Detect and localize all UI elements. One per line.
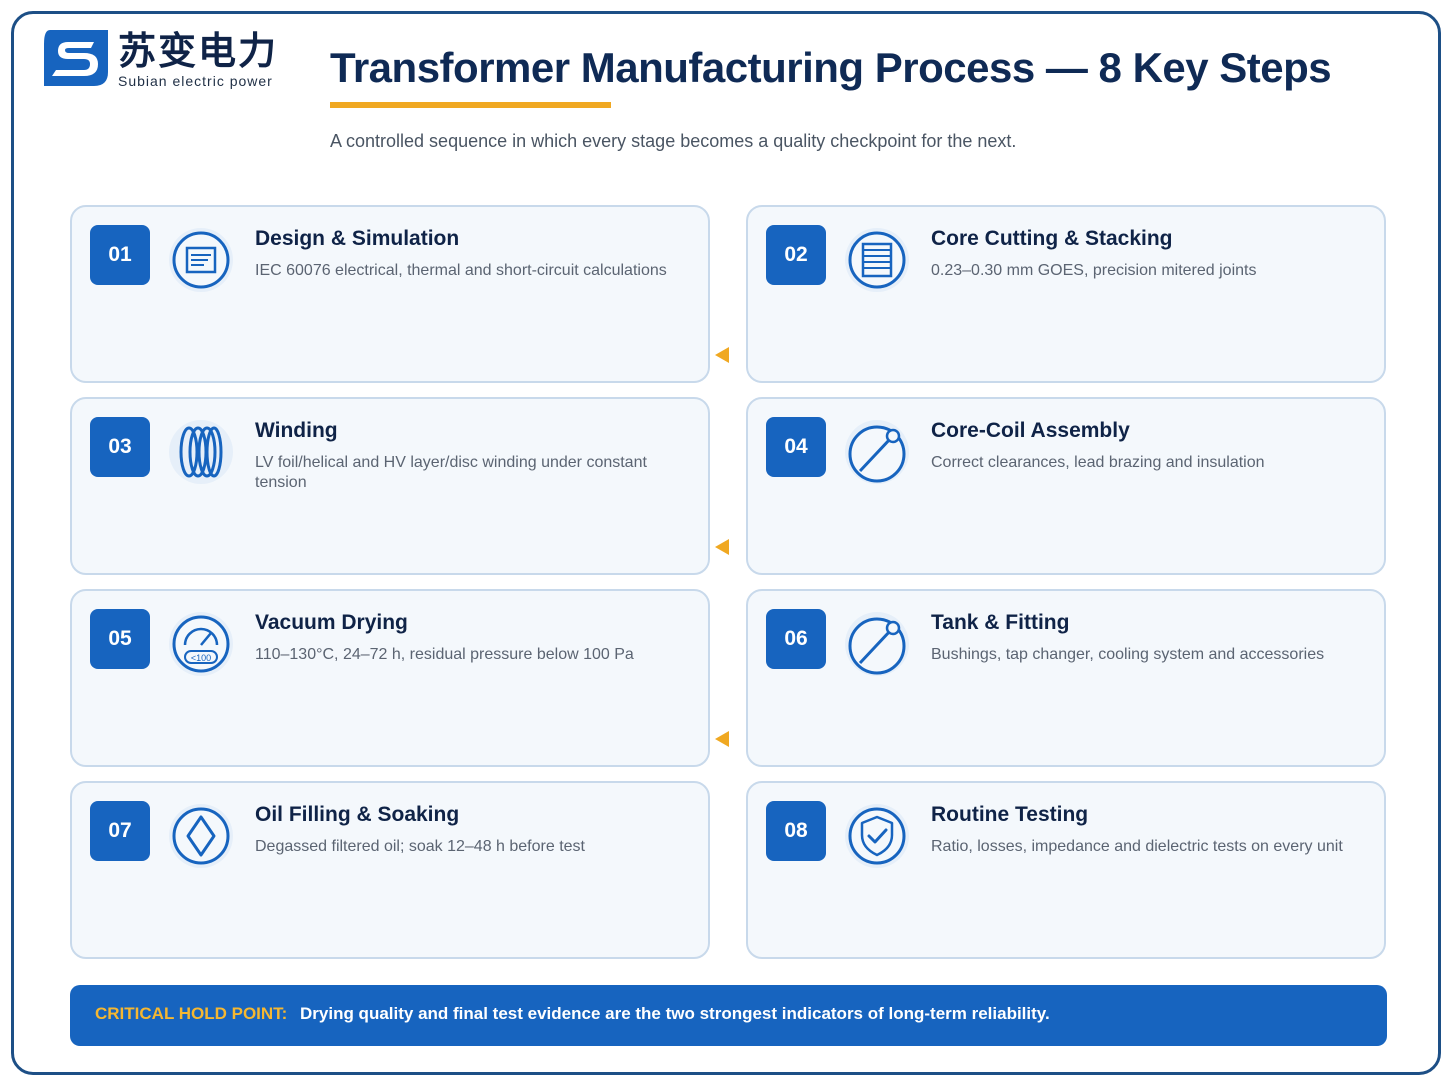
banner-label: CRITICAL HOLD POINT: <box>95 1004 288 1023</box>
oil-drop-icon <box>169 804 233 868</box>
logo-text-en: Subian electric power <box>118 73 273 89</box>
step-card-01: 01 Design & Simulation IEC 60076 electri… <box>70 205 710 383</box>
step-description: 0.23–0.30 mm GOES, precision mitered joi… <box>931 262 1257 279</box>
core-laminations-icon <box>845 228 909 292</box>
step-number-badge: 04 <box>766 417 826 477</box>
step-number-badge: 02 <box>766 225 826 285</box>
step-title: Core-Coil Assembly <box>931 419 1130 442</box>
step-card-07: 07 Oil Filling & Soaking Degassed filter… <box>70 781 710 959</box>
step-number-badge: 07 <box>90 801 150 861</box>
step-title: Design & Simulation <box>255 227 460 250</box>
step-title: Winding <box>255 419 338 442</box>
company-logo: 苏变电力 Subian electric power <box>44 30 294 90</box>
banner-text: Drying quality and final test evidence a… <box>300 1004 1050 1023</box>
critical-hold-point-banner: CRITICAL HOLD POINT: Drying quality and … <box>70 985 1387 1046</box>
logo-text-cn: 苏变电力 <box>118 31 279 73</box>
step-description: LV foil/helical and HV layer/disc windin… <box>255 454 647 491</box>
coil-icon <box>169 420 233 484</box>
vacuum-gauge-icon: <100 <box>169 612 233 676</box>
step-number-badge: 03 <box>90 417 150 477</box>
step-title: Oil Filling & Soaking <box>255 803 460 826</box>
step-description: Bushings, tap changer, cooling system an… <box>931 646 1325 663</box>
step-description: Ratio, losses, impedance and dielectric … <box>931 838 1343 855</box>
step-card-05: 05 <100 Vacuum Drying 110–130°C, 24–72 h… <box>70 589 710 767</box>
flow-arrow-left-icon <box>715 731 729 747</box>
step-number-badge: 01 <box>90 225 150 285</box>
shield-check-icon <box>845 804 909 868</box>
step-title: Core Cutting & Stacking <box>931 227 1173 250</box>
flow-arrow-left-icon <box>715 539 729 555</box>
step-description: 110–130°C, 24–72 h, residual pressure be… <box>255 646 634 663</box>
step-card-03: 03 Winding LV foil/helical and HV layer/… <box>70 397 710 575</box>
step-title: Vacuum Drying <box>255 611 408 634</box>
step-number-badge: 08 <box>766 801 826 861</box>
step-title: Routine Testing <box>931 803 1089 826</box>
title-underline <box>330 102 611 108</box>
fitting-icon <box>845 612 909 676</box>
assembly-icon <box>845 420 909 484</box>
gauge-reading: <100 <box>191 653 211 663</box>
step-card-04: 04 Core-Coil Assembly Correct clearances… <box>746 397 1386 575</box>
step-number-badge: 05 <box>90 609 150 669</box>
step-card-08: 08 Routine Testing Ratio, losses, impeda… <box>746 781 1386 959</box>
step-title: Tank & Fitting <box>931 611 1070 634</box>
page-frame <box>11 11 1441 1075</box>
document-icon <box>169 228 233 292</box>
step-description: Degassed filtered oil; soak 12–48 h befo… <box>255 838 585 855</box>
subian-logo-icon <box>44 30 108 86</box>
page-title: Transformer Manufacturing Process — 8 Ke… <box>330 44 1332 91</box>
step-description: IEC 60076 electrical, thermal and short-… <box>255 262 667 279</box>
page-subtitle: A controlled sequence in which every sta… <box>330 131 1017 151</box>
step-card-06: 06 Tank & Fitting Bushings, tap changer,… <box>746 589 1386 767</box>
step-description: Correct clearances, lead brazing and ins… <box>931 454 1265 471</box>
step-number-badge: 06 <box>766 609 826 669</box>
step-card-02: 02 Core Cutting & Stacking 0.23–0.30 mm … <box>746 205 1386 383</box>
flow-arrow-left-icon <box>715 347 729 363</box>
